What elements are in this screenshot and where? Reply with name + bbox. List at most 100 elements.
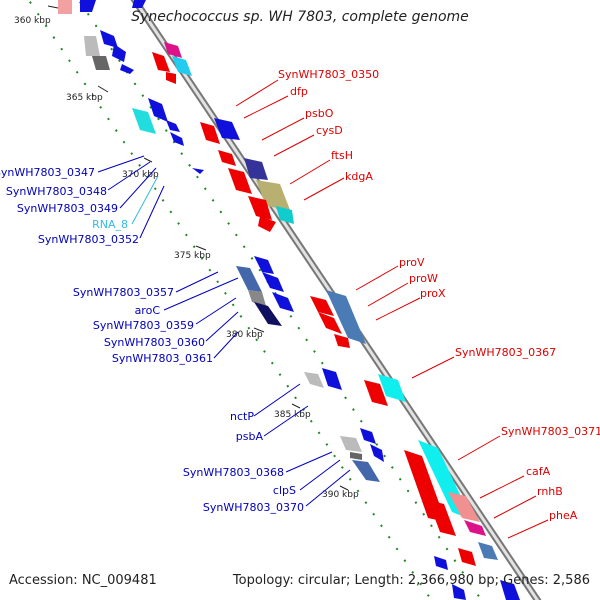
gene-label[interactable]: psbA xyxy=(236,430,264,443)
gene-feature xyxy=(322,368,342,390)
gene-label[interactable]: ftsH xyxy=(331,149,353,162)
gene-feature xyxy=(254,256,274,274)
topology-text: Topology: circular; Length: 2,366,980 bp… xyxy=(232,573,590,588)
gene-label[interactable]: SynWH7803_0359 xyxy=(93,319,194,332)
reverse-gene-labels: SynWH7803_0347 SynWH7803_0348 SynWH7803_… xyxy=(0,166,304,514)
gene-feature xyxy=(452,584,466,600)
scale-label: 360 kbp xyxy=(14,16,51,26)
gene-feature xyxy=(340,436,362,452)
gene-feature xyxy=(236,266,262,292)
rna-leader xyxy=(131,175,159,225)
gene-label[interactable]: cysD xyxy=(316,124,343,137)
gene-feature xyxy=(80,0,96,12)
gene-feature xyxy=(370,444,384,462)
gene-feature xyxy=(170,132,184,146)
scale-label: 375 kbp xyxy=(174,251,211,261)
gene-feature xyxy=(248,290,266,306)
scale-label: 385 kbp xyxy=(274,410,311,420)
gene-label[interactable]: RNA_8 xyxy=(92,218,128,231)
gene-feature xyxy=(166,120,180,132)
gene-label[interactable]: SynWH7803_0368 xyxy=(183,466,284,479)
gene-feature xyxy=(350,452,362,460)
gene-feature xyxy=(334,334,350,348)
gene-feature xyxy=(100,30,118,48)
gene-label[interactable]: SynWH7803_0371 xyxy=(501,425,600,438)
scale-label: 390 kbp xyxy=(322,490,359,500)
gene-feature xyxy=(258,216,276,232)
gene-label[interactable]: proX xyxy=(420,287,446,300)
gene-label[interactable]: SynWH7803_0352 xyxy=(38,233,139,246)
gene-label[interactable]: proW xyxy=(409,272,438,285)
gene-feature xyxy=(192,168,204,174)
gene-feature xyxy=(148,98,168,122)
gene-label[interactable]: SynWH7803_0357 xyxy=(73,286,174,299)
gene-feature xyxy=(92,56,110,70)
gene-feature xyxy=(254,302,282,326)
gene-label[interactable]: SynWH7803_0370 xyxy=(203,501,304,514)
gene-label[interactable]: psbO xyxy=(305,107,334,120)
gene-feature xyxy=(478,542,498,560)
gene-label[interactable]: SynWH7803_0348 xyxy=(6,185,107,198)
gene-feature xyxy=(310,296,334,316)
gene-label[interactable]: rnhB xyxy=(537,485,563,498)
gene-label[interactable]: aroC xyxy=(135,304,161,317)
gene-feature xyxy=(434,556,448,570)
gene-feature xyxy=(172,56,192,76)
scale-label: 365 kbp xyxy=(66,93,103,103)
gene-label[interactable]: SynWH7803_0367 xyxy=(455,346,556,359)
gene-feature xyxy=(132,108,156,134)
gene-feature xyxy=(360,428,376,444)
gene-feature xyxy=(272,292,294,312)
gene-label[interactable]: nctP xyxy=(230,410,254,423)
gene-feature xyxy=(152,52,170,72)
scale-label: 380 kbp xyxy=(226,330,263,340)
gene-label[interactable]: clpS xyxy=(273,484,296,497)
gene-feature xyxy=(84,36,100,56)
gene-label[interactable]: dfp xyxy=(290,85,308,98)
gene-feature xyxy=(500,580,520,600)
accession-text: Accession: NC_009481 xyxy=(9,573,157,588)
scale-ticks xyxy=(47,5,349,491)
gene-feature xyxy=(262,272,284,292)
gene-feature xyxy=(200,122,220,144)
gene-label[interactable]: SynWH7803_0347 xyxy=(0,166,95,179)
gene-feature xyxy=(464,520,486,536)
gene-feature xyxy=(218,150,236,166)
gene-feature xyxy=(58,0,72,14)
gene-label[interactable]: kdgA xyxy=(345,170,373,183)
gene-feature xyxy=(166,72,176,84)
gene-feature xyxy=(120,64,134,74)
gene-label[interactable]: pheA xyxy=(549,509,578,522)
gene-label[interactable]: SynWH7803_0349 xyxy=(17,202,118,215)
gene-feature xyxy=(132,0,146,8)
gene-feature xyxy=(352,460,380,482)
label-leaders-forward xyxy=(235,79,549,539)
gene-feature xyxy=(318,312,342,334)
gene-feature xyxy=(248,196,272,220)
gene-feature xyxy=(364,380,388,406)
gene-label[interactable]: cafA xyxy=(526,465,551,478)
gene-label[interactable]: SynWH7803_0360 xyxy=(104,336,205,349)
gene-feature xyxy=(276,206,294,224)
gene-label[interactable]: SynWH7803_0361 xyxy=(112,352,213,365)
label-leaders-reverse xyxy=(97,155,351,507)
reverse-strand-features xyxy=(58,0,466,600)
gene-feature xyxy=(256,180,290,210)
gene-feature xyxy=(214,118,240,140)
gene-label[interactable]: proV xyxy=(399,256,425,269)
gene-feature xyxy=(244,158,268,180)
forward-strand-features xyxy=(132,0,520,600)
map-title: Synechococcus sp. WH 7803, complete geno… xyxy=(131,9,469,25)
gene-feature xyxy=(112,44,126,62)
gene-feature xyxy=(228,168,252,194)
gene-feature xyxy=(448,492,480,522)
gene-feature xyxy=(428,500,456,536)
gene-feature xyxy=(304,372,324,388)
gene-feature xyxy=(378,374,406,402)
forward-gene-labels: SynWH7803_0350 dfp psbO cysD ftsH kdgA p… xyxy=(278,68,600,522)
gene-feature xyxy=(458,548,476,566)
gene-feature xyxy=(326,290,366,344)
gene-label[interactable]: SynWH7803_0350 xyxy=(278,68,379,81)
